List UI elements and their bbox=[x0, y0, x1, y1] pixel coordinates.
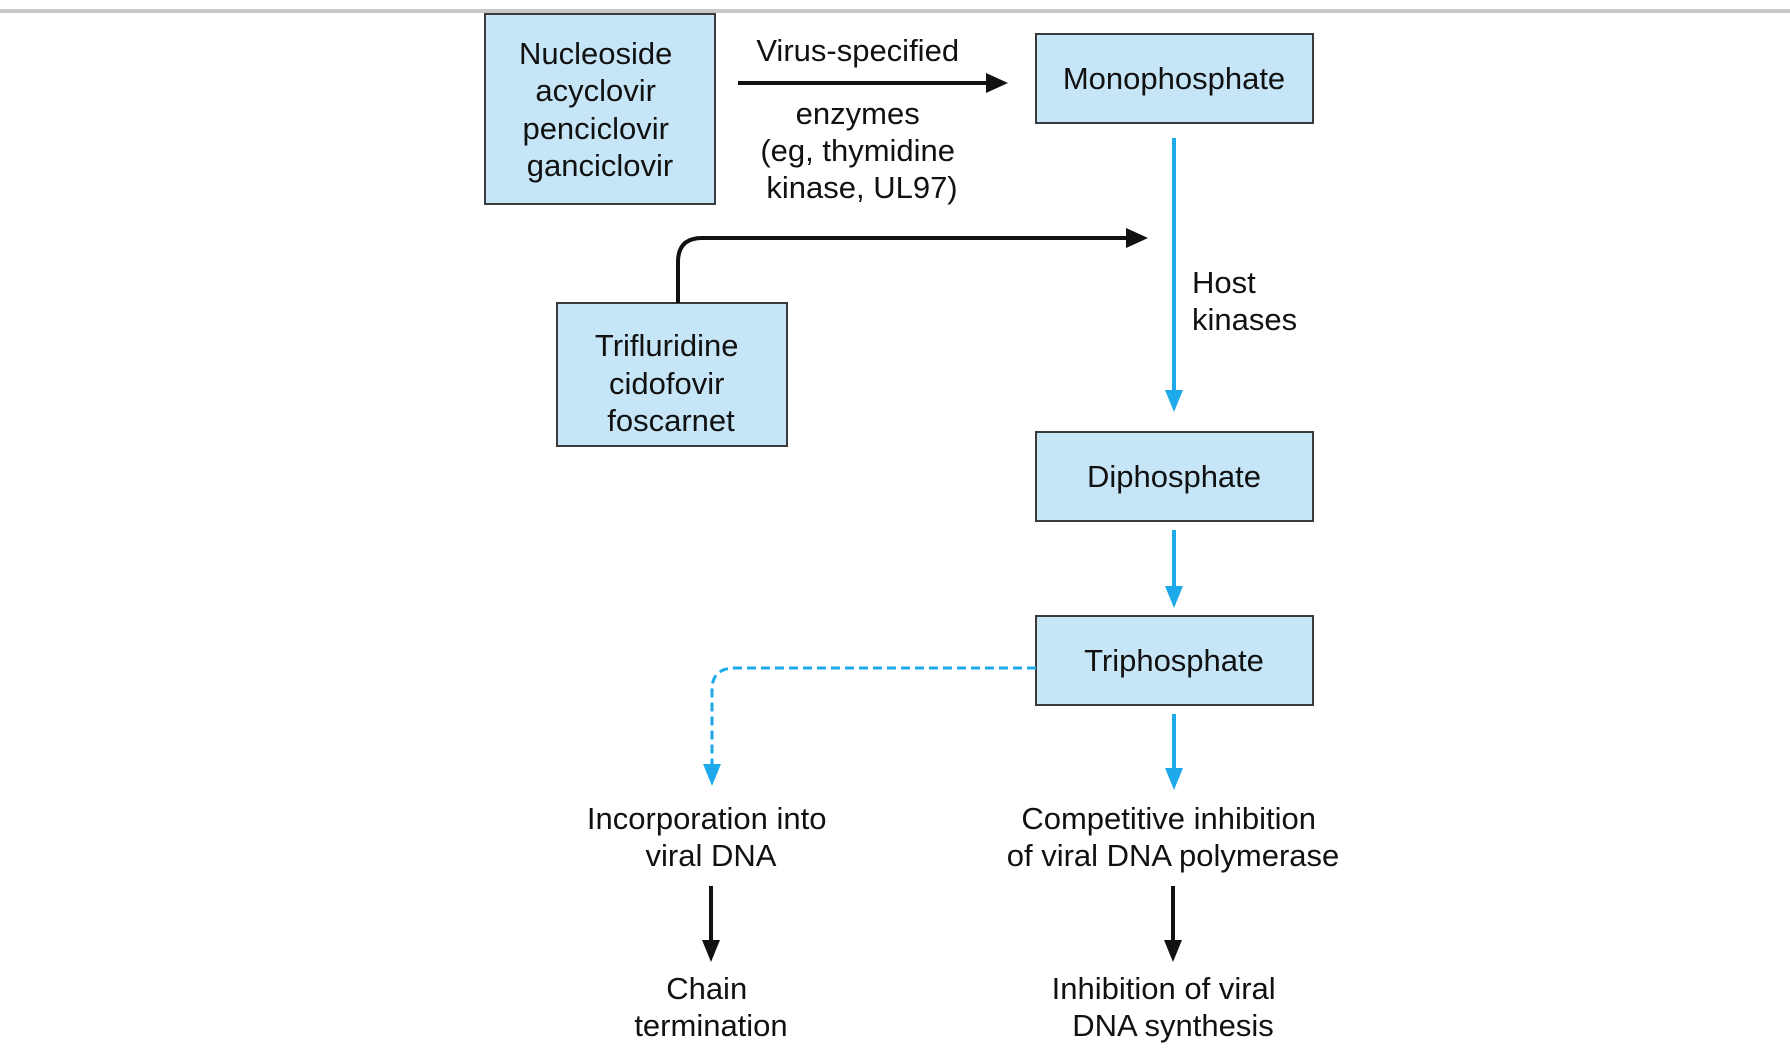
competitive-line-1: Competitive inhibition bbox=[1021, 801, 1316, 836]
competitive-inhibition-label: Competitive inhibition of viral DNA poly… bbox=[1007, 801, 1340, 873]
svg-text:Trifluridine cidofovir: Trifluridine cidofovir foscarnet bbox=[595, 328, 747, 438]
monophosphate-label: Monophosphate bbox=[1063, 61, 1285, 96]
arrow-nucleoside-to-monophosphate bbox=[738, 73, 1008, 93]
virus-enzymes-line-1: enzymes bbox=[796, 96, 920, 131]
nucleoside-drugs-box: Nucleoside acyclovir penciclovir gancicl… bbox=[484, 13, 716, 205]
diphosphate-label: Diphosphate bbox=[1087, 459, 1261, 494]
svg-text:Chain termination: Chain termination bbox=[634, 971, 787, 1043]
svg-text:Host kinases: Host kinases bbox=[1192, 265, 1297, 337]
top-divider bbox=[0, 9, 1790, 13]
arrow-monophosphate-to-diphosphate bbox=[1165, 138, 1183, 412]
svg-text:Nucleoside acyclovir: Nucleoside acyclovir penciclovir gancicl… bbox=[519, 36, 681, 183]
arrow-triphosphate-to-competitive-inhibition bbox=[1165, 714, 1183, 790]
virus-enzymes-label: Virus-specified enzymes (eg, thymidine k… bbox=[756, 33, 967, 205]
chain-termination-label: Chain termination bbox=[634, 971, 787, 1043]
host-kinases-line-2: kinases bbox=[1192, 302, 1297, 337]
svg-text:Virus-specified enzymes: Virus-specified enzymes (eg, thymidine k… bbox=[756, 33, 967, 205]
trifluridine-line-2: cidofovir bbox=[609, 366, 724, 401]
inhibition-synthesis-label: Inhibition of viral DNA synthesis bbox=[1052, 971, 1285, 1043]
inhibition-synthesis-line-1: Inhibition of viral bbox=[1052, 971, 1276, 1006]
chain-termination-line-1: Chain bbox=[666, 971, 747, 1006]
trifluridine-drugs-box: Trifluridine cidofovir foscarnet bbox=[556, 302, 788, 447]
host-kinases-label: Host kinases bbox=[1192, 265, 1297, 337]
virus-enzymes-line-2: (eg, thymidine bbox=[760, 133, 955, 168]
trifluridine-line-1: Trifluridine bbox=[595, 328, 739, 363]
host-kinases-line-1: Host bbox=[1192, 265, 1256, 300]
svg-text:Inhibition of viral DNA: Inhibition of viral DNA synthesis bbox=[1052, 971, 1285, 1043]
triphosphate-box: Triphosphate bbox=[1035, 615, 1314, 706]
diphosphate-box: Diphosphate bbox=[1035, 431, 1314, 522]
chain-termination-line-2: termination bbox=[634, 1008, 787, 1043]
nucleoside-line-2: acyclovir bbox=[535, 73, 656, 108]
nucleoside-line-3: penciclovir bbox=[522, 111, 668, 146]
incorporation-line-1: Incorporation into bbox=[587, 801, 827, 836]
inhibition-synthesis-line-2: DNA synthesis bbox=[1072, 1008, 1274, 1043]
nucleoside-line-1: Nucleoside bbox=[519, 36, 672, 71]
virus-enzymes-above: Virus-specified bbox=[756, 33, 959, 68]
monophosphate-box: Monophosphate bbox=[1035, 33, 1314, 124]
arrow-competitive-to-inhibition-synthesis bbox=[1164, 886, 1182, 962]
incorporation-label: Incorporation into viral DNA bbox=[587, 801, 835, 873]
virus-enzymes-line-3: kinase, UL97) bbox=[766, 170, 957, 205]
triphosphate-label: Triphosphate bbox=[1084, 643, 1264, 678]
arrow-diphosphate-to-triphosphate bbox=[1165, 530, 1183, 608]
arrow-incorporation-to-chain-termination bbox=[702, 886, 720, 962]
trifluridine-line-3: foscarnet bbox=[607, 403, 735, 438]
dashed-arrow-triphosphate-to-incorporation bbox=[703, 666, 1036, 786]
svg-text:Incorporation into viral: Incorporation into viral DNA bbox=[587, 801, 835, 873]
svg-text:Competitive inhibition o: Competitive inhibition of viral DNA poly… bbox=[1007, 801, 1340, 873]
arrow-trifluridine-to-pathway bbox=[676, 228, 1148, 303]
incorporation-line-2: viral DNA bbox=[646, 838, 777, 873]
nucleoside-line-4: ganciclovir bbox=[527, 148, 673, 183]
competitive-line-2: of viral DNA polymerase bbox=[1007, 838, 1340, 873]
